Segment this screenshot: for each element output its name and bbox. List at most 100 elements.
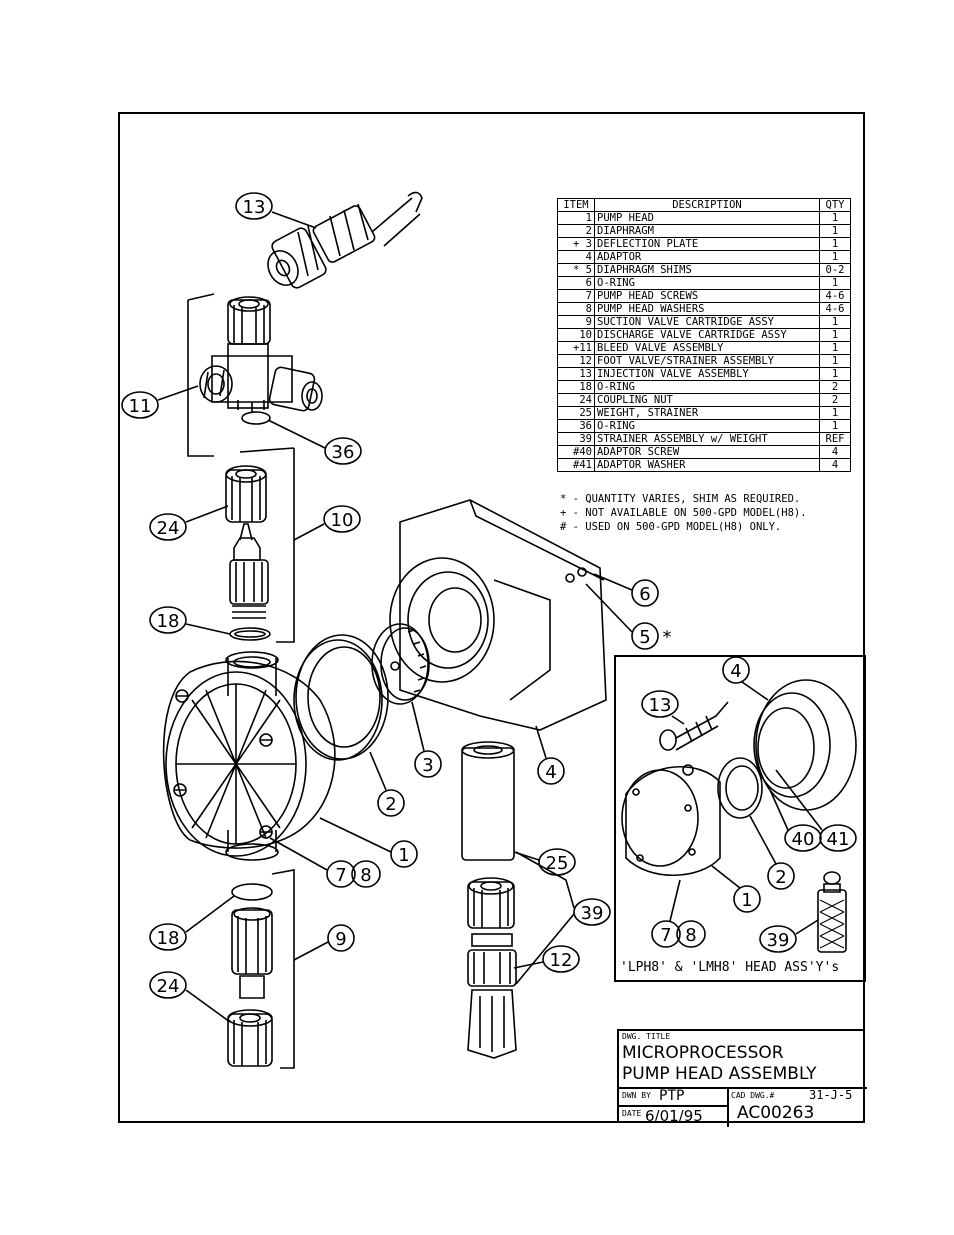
inset-callout-2: 2 [775, 867, 786, 888]
parts-cell-description: O-RING [594, 419, 820, 433]
parts-cell-item: 24 [557, 393, 595, 407]
drawn-by-value: PTP [659, 1088, 685, 1104]
title-line-2: PUMP HEAD ASSEMBLY [622, 1064, 817, 1084]
callout-5: 5 [639, 627, 650, 648]
callout-24-bottom: 24 [157, 976, 180, 997]
parts-cell-qty: 1 [819, 224, 851, 238]
injection-valve-part [267, 191, 423, 289]
callout-bubbles [121, 192, 857, 1023]
parts-cell-item: 36 [557, 419, 595, 433]
date-value: 6/01/95 [645, 1107, 703, 1125]
parts-cell-qty: REF [819, 432, 851, 446]
parts-cell-description: PUMP HEAD WASHERS [594, 302, 820, 316]
date-label: DATE [622, 1109, 642, 1118]
parts-cell-qty: 4 [819, 458, 851, 472]
parts-cell-item: #41 [557, 458, 595, 472]
parts-cell-description: ADAPTOR SCREW [594, 445, 820, 459]
parts-cell-item: 7 [557, 289, 595, 303]
callout-3: 3 [422, 755, 433, 776]
parts-cell-qty: 1 [819, 354, 851, 368]
callout-36: 36 [332, 442, 355, 463]
cad-dwg-label: CAD DWG.# [731, 1091, 775, 1100]
callout-1: 1 [398, 845, 409, 866]
parts-cell-qty: 2 [819, 393, 851, 407]
suction-valve-part [227, 869, 295, 1069]
parts-cell-item: 12 [557, 354, 595, 368]
parts-cell-qty: 1 [819, 406, 851, 420]
parts-cell-description: COUPLING NUT [594, 393, 820, 407]
parts-cell-qty: 1 [819, 211, 851, 225]
parts-cell-description: BLEED VALVE ASSEMBLY [594, 341, 820, 355]
header-qty: QTY [819, 198, 851, 212]
diaphragm-part [293, 634, 389, 761]
callout-4: 4 [545, 762, 556, 783]
note-line: * - QUANTITY VARIES, SHIM AS REQUIRED. [560, 493, 801, 505]
header-item: ITEM [557, 198, 595, 212]
dwg-title-label: DWG. TITLE [622, 1032, 671, 1041]
parts-cell-description: STRAINER ASSEMBLY w/ WEIGHT [594, 432, 820, 446]
parts-cell-description: INJECTION VALVE ASSEMBLY [594, 367, 820, 381]
callout-13: 13 [243, 197, 266, 218]
parts-cell-item: #40 [557, 445, 595, 459]
parts-cell-qty: 0-2 [819, 263, 851, 277]
parts-cell-description: O-RING [594, 380, 820, 394]
inset-callout-4: 4 [730, 661, 741, 682]
parts-cell-qty: 4-6 [819, 289, 851, 303]
parts-cell-item: 2 [557, 224, 595, 238]
parts-cell-item: 9 [557, 315, 595, 329]
callout-18: 18 [157, 611, 180, 632]
parts-cell-qty: 1 [819, 315, 851, 329]
title-block: DWG. TITLE MICROPROCESSOR PUMP HEAD ASSE… [617, 1029, 867, 1127]
callout-5-asterisk: * [663, 627, 672, 648]
parts-cell-description: DIAPHRAGM [594, 224, 820, 238]
inset-callout-8: 8 [685, 925, 696, 946]
parts-cell-description: ADAPTOR WASHER [594, 458, 820, 472]
parts-cell-qty: 4 [819, 445, 851, 459]
inset-box [614, 655, 866, 982]
drawn-by-label: DWN BY [622, 1091, 651, 1100]
callout-18-bottom: 18 [157, 928, 180, 949]
drawing-number: AC00263 [737, 1103, 815, 1123]
parts-cell-description: PUMP HEAD SCREWS [594, 289, 820, 303]
parts-cell-qty: 1 [819, 419, 851, 433]
note-line: + - NOT AVAILABLE ON 500-GPD MODEL(H8). [560, 507, 807, 519]
parts-cell-qty: 1 [819, 328, 851, 342]
bleed-valve-tee-part [187, 293, 323, 457]
callout-2: 2 [385, 794, 396, 815]
inset-callout-40: 40 [792, 829, 815, 850]
header-description: DESCRIPTION [594, 198, 820, 212]
inset-callout-7: 7 [660, 925, 671, 946]
callout-7: 7 [335, 865, 346, 886]
callout-11: 11 [129, 396, 152, 417]
parts-cell-item: 6 [557, 276, 595, 290]
inset-callout-39: 39 [767, 930, 790, 951]
parts-cell-qty: 4-6 [819, 302, 851, 316]
strainer-weight-part [461, 741, 515, 861]
parts-notes: * - QUANTITY VARIES, SHIM AS REQUIRED. +… [560, 492, 807, 534]
parts-cell-item: 10 [557, 328, 595, 342]
parts-cell-description: FOOT VALVE/STRAINER ASSEMBLY [594, 354, 820, 368]
callout-9: 9 [335, 929, 346, 950]
parts-cell-item: 25 [557, 406, 595, 420]
callout-25: 25 [546, 853, 569, 874]
cad-dwg-number: 31-J-5 [809, 1088, 853, 1102]
callout-8: 8 [360, 865, 371, 886]
parts-cell-item: 4 [557, 250, 595, 264]
